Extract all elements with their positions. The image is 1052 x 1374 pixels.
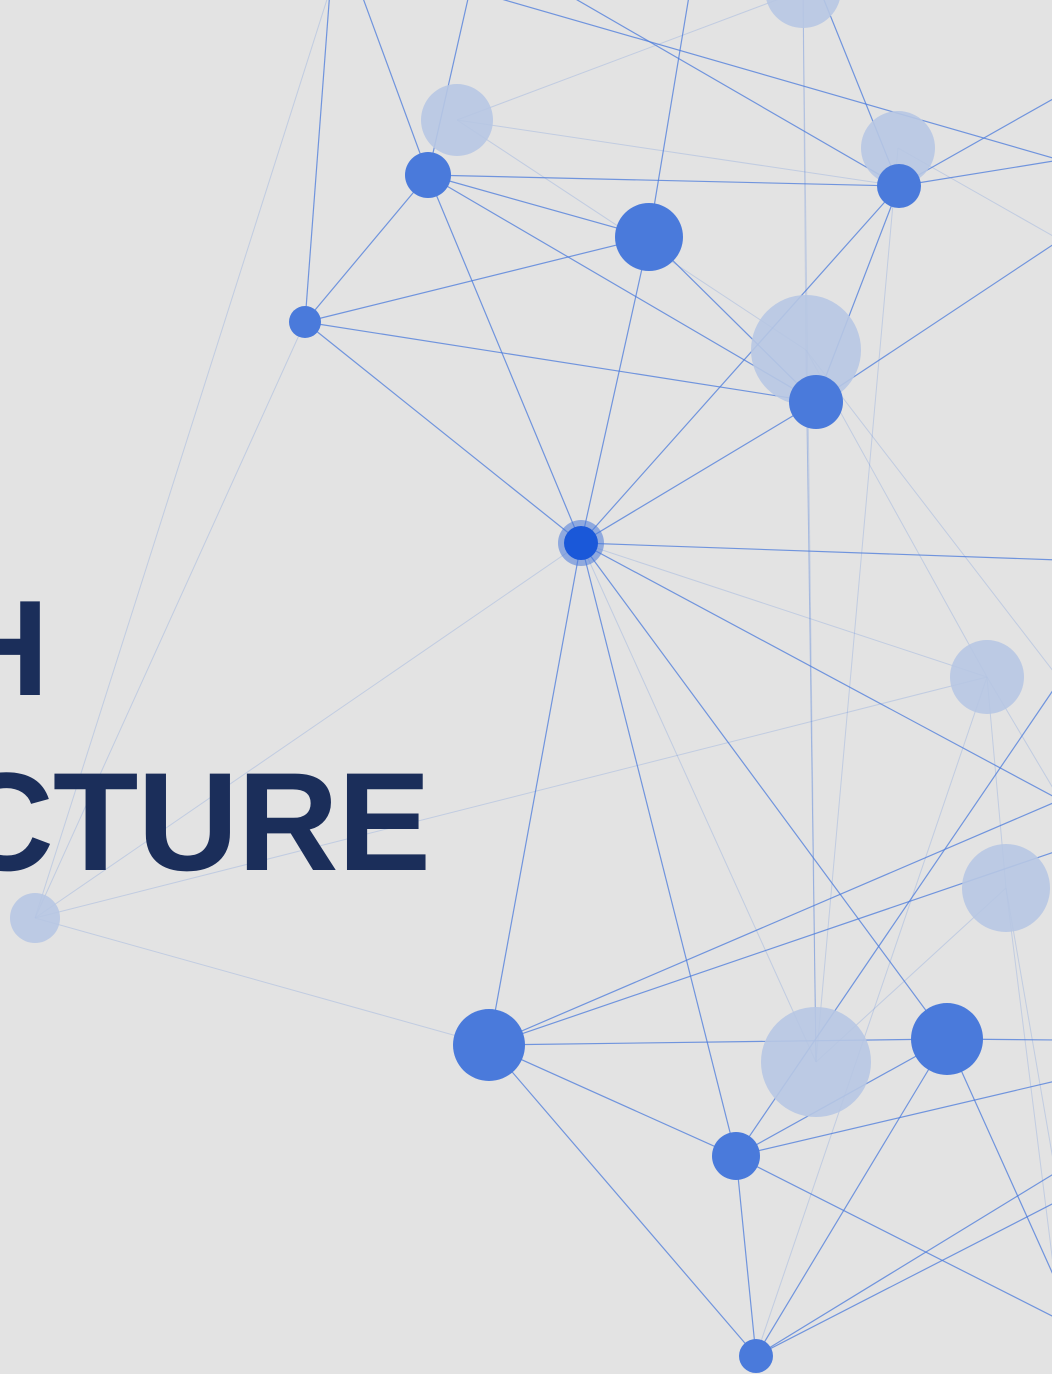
faint-node (766, 0, 840, 28)
network-edge (488, 1044, 737, 1157)
network-node (453, 1009, 525, 1081)
network-edge (304, 174, 429, 323)
network-edge (304, 321, 817, 403)
faint-edge (34, 917, 490, 1046)
faint-nodes (10, 0, 1050, 1117)
network-edge (815, 244, 1052, 403)
faint-edge (34, 321, 306, 919)
network-edge (755, 1174, 1052, 1357)
network-node (739, 1339, 773, 1373)
network-edge (580, 542, 1052, 797)
network-edge (576, 0, 900, 187)
faint-edge (580, 542, 817, 1063)
title-line-1: H (0, 580, 49, 716)
network-edge (735, 1081, 1052, 1157)
faint-node (10, 893, 60, 943)
faint-node (421, 84, 493, 156)
faint-edge (805, 349, 817, 1063)
faint-node (950, 640, 1024, 714)
faint-edge (34, 542, 582, 919)
network-edge (580, 542, 737, 1157)
faint-edge (815, 147, 899, 1063)
network-node (911, 1003, 983, 1075)
network-node (615, 203, 683, 271)
faint-edge (805, 349, 1052, 671)
network-edge (427, 174, 900, 187)
faint-edge (755, 676, 988, 1357)
network-edge (363, 0, 429, 176)
network-edge (898, 160, 1052, 187)
network-edge (304, 321, 582, 544)
faint-edge (802, 0, 807, 351)
network-edge (735, 1155, 1052, 1317)
network-node (405, 152, 451, 198)
faint-edge (805, 349, 817, 1063)
network-edge (488, 1044, 757, 1357)
network-node (712, 1132, 760, 1180)
network-edge (488, 542, 582, 1046)
network-edge (580, 236, 650, 544)
network-node (789, 375, 843, 429)
network-edge (648, 0, 689, 238)
faint-edge (456, 0, 778, 121)
network-edge (580, 401, 817, 544)
faint-node (861, 111, 935, 185)
network-edge (580, 185, 900, 544)
faint-node (751, 295, 861, 405)
faint-edge (456, 119, 900, 187)
edges (304, 0, 1052, 1357)
network-edge (755, 1038, 948, 1357)
title-line-2: CTURE (0, 743, 431, 900)
network-edge (488, 802, 1052, 1046)
network-edge (755, 1203, 1052, 1357)
faint-node (761, 1007, 871, 1117)
faint-node (962, 844, 1050, 932)
faint-edge (580, 542, 988, 678)
nodes (289, 152, 983, 1373)
network-edge (502, 0, 1052, 159)
network-edge (427, 174, 582, 544)
network-edge (427, 174, 650, 238)
network-edge (304, 236, 650, 323)
faint-edge (34, 676, 988, 919)
network-edge (580, 542, 1052, 561)
hub-node (564, 526, 598, 560)
network-edge (946, 1038, 1052, 1274)
faint-edge (34, 0, 328, 919)
network-edge (735, 1155, 757, 1357)
network-node (289, 306, 321, 338)
network-edge (304, 0, 330, 323)
faint-edge (1005, 887, 1052, 1261)
network-edge (427, 174, 817, 403)
faint-edge (1005, 887, 1052, 1157)
network-edge (488, 1038, 948, 1046)
network-edge (580, 542, 948, 1040)
network-node (877, 164, 921, 208)
faint-edge (802, 0, 817, 1063)
